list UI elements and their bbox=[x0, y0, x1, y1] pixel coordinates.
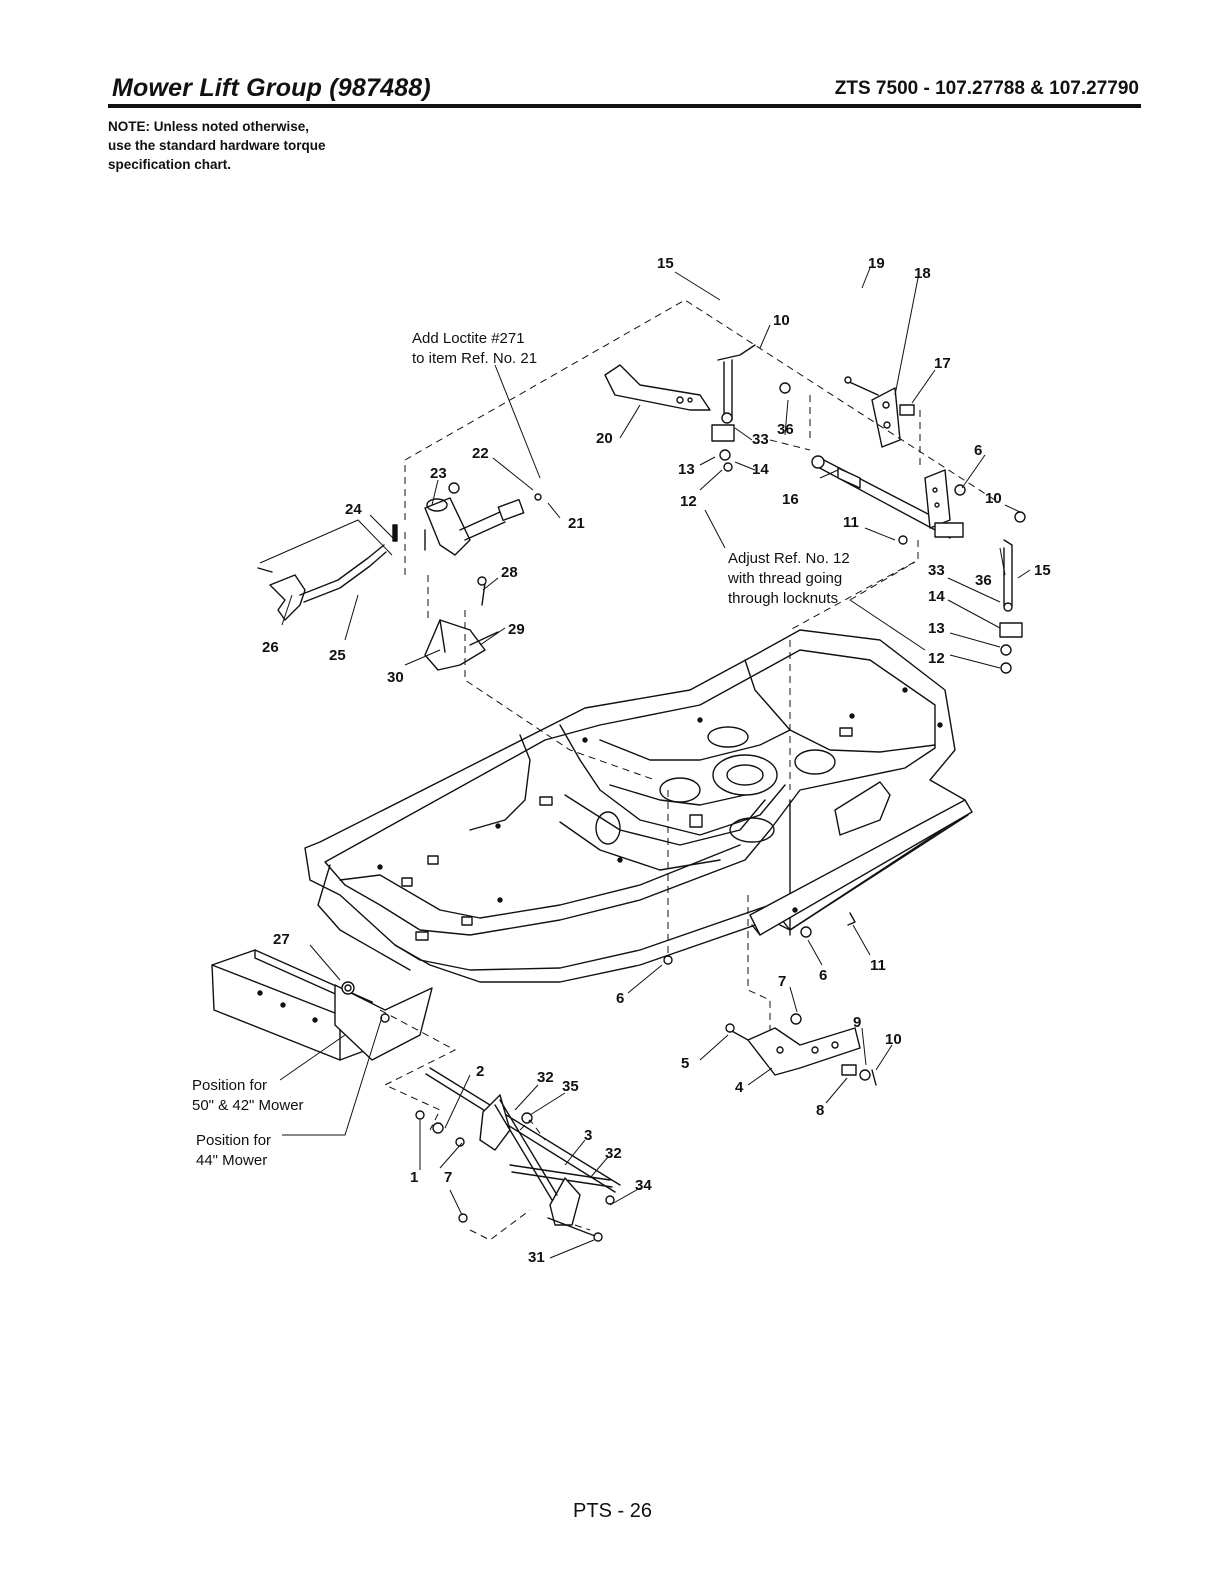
callout-4: 4 bbox=[735, 1079, 744, 1096]
callout-1: 1 bbox=[410, 1169, 418, 1186]
callout-34: 34 bbox=[635, 1177, 652, 1194]
annotations: Add Loctite #271 to item Ref. No. 21 Adj… bbox=[192, 330, 850, 1169]
adjust-note: Adjust Ref. No. 12 bbox=[728, 550, 850, 567]
callout-32: 32 bbox=[605, 1145, 622, 1162]
callout-6: 6 bbox=[974, 442, 982, 459]
position-note-44: 44" Mower bbox=[196, 1152, 267, 1169]
callout-10: 10 bbox=[885, 1031, 902, 1048]
callout-10: 10 bbox=[773, 312, 790, 329]
callout-22: 22 bbox=[472, 445, 489, 462]
note-line: use the standard hardware torque bbox=[108, 138, 326, 153]
leader-lines bbox=[259, 267, 1031, 1259]
callout-12: 12 bbox=[928, 650, 945, 667]
callout-24: 24 bbox=[345, 501, 362, 518]
center-lift-rod bbox=[711, 344, 791, 472]
callout-16: 16 bbox=[782, 491, 799, 508]
side-rail bbox=[749, 799, 973, 936]
callout-32: 32 bbox=[537, 1069, 554, 1086]
callout-18: 18 bbox=[914, 265, 931, 282]
callout-10: 10 bbox=[985, 490, 1002, 507]
lift-actuator bbox=[424, 482, 542, 556]
page-title: Mower Lift Group (987488) bbox=[112, 74, 431, 102]
callout-19: 19 bbox=[868, 255, 885, 272]
header-divider bbox=[108, 104, 1141, 108]
page-number: PTS - 26 bbox=[573, 1500, 652, 1522]
note-line: NOTE: Unless noted otherwise, bbox=[108, 119, 310, 134]
adjust-note: with thread going bbox=[727, 570, 842, 587]
callout-25: 25 bbox=[329, 647, 346, 664]
lift-linkage-left bbox=[257, 524, 426, 621]
callout-33: 33 bbox=[752, 431, 769, 448]
callout-6: 6 bbox=[819, 967, 827, 984]
front-lift-bracket bbox=[725, 912, 877, 1086]
loctite-note: Add Loctite #271 bbox=[412, 330, 525, 347]
callout-14: 14 bbox=[752, 461, 769, 478]
assembly-guide-lines bbox=[379, 299, 996, 1241]
position-note-50-42: Position for bbox=[192, 1077, 267, 1094]
callout-8: 8 bbox=[816, 1102, 824, 1119]
callout-15: 15 bbox=[1034, 562, 1051, 579]
callout-20: 20 bbox=[596, 430, 613, 447]
lift-cross-shaft bbox=[811, 455, 1026, 674]
callout-12: 12 bbox=[680, 493, 697, 510]
callout-2: 2 bbox=[476, 1063, 484, 1080]
callout-7: 7 bbox=[778, 973, 786, 990]
callout-numbers: 10 15 19 18 17 20 33 36 6 13 14 12 16 10… bbox=[262, 255, 1051, 1266]
loctite-note: to item Ref. No. 21 bbox=[412, 350, 537, 367]
adjust-note: through locknuts bbox=[728, 590, 838, 607]
callout-29: 29 bbox=[508, 621, 525, 638]
callout-30: 30 bbox=[387, 669, 404, 686]
callout-28: 28 bbox=[501, 564, 518, 581]
callout-3: 3 bbox=[584, 1127, 592, 1144]
callout-35: 35 bbox=[562, 1078, 579, 1095]
lift-arm-upper bbox=[844, 376, 915, 448]
callout-26: 26 bbox=[262, 639, 279, 656]
callout-9: 9 bbox=[853, 1014, 861, 1031]
actuator-bracket bbox=[424, 576, 499, 671]
callout-33: 33 bbox=[928, 562, 945, 579]
callout-14: 14 bbox=[928, 588, 945, 605]
callout-11: 11 bbox=[843, 514, 859, 531]
callout-21: 21 bbox=[568, 515, 585, 532]
callout-6: 6 bbox=[616, 990, 624, 1007]
callout-11: 11 bbox=[870, 957, 886, 974]
callout-36: 36 bbox=[975, 572, 992, 589]
position-note-50-42: 50" & 42" Mower bbox=[192, 1097, 304, 1114]
torque-note: NOTE: Unless noted otherwise, use the st… bbox=[108, 117, 408, 174]
callout-7: 7 bbox=[444, 1169, 452, 1186]
mount-plate bbox=[334, 981, 433, 1061]
callout-27: 27 bbox=[273, 931, 290, 948]
callout-36: 36 bbox=[777, 421, 794, 438]
mower-frame bbox=[304, 629, 969, 983]
callout-31: 31 bbox=[528, 1249, 545, 1266]
bellcrank-bracket bbox=[604, 364, 711, 411]
position-note-44: Position for bbox=[196, 1132, 271, 1149]
callout-5: 5 bbox=[681, 1055, 689, 1072]
front-pivot-assembly bbox=[415, 955, 673, 1242]
callout-13: 13 bbox=[678, 461, 695, 478]
callout-17: 17 bbox=[934, 355, 951, 372]
callout-15: 15 bbox=[657, 255, 674, 272]
callout-23: 23 bbox=[430, 465, 447, 482]
model-number: ZTS 7500 - 107.27788 & 107.27790 bbox=[834, 78, 1139, 99]
callout-13: 13 bbox=[928, 620, 945, 637]
note-line: specification chart. bbox=[108, 157, 232, 172]
